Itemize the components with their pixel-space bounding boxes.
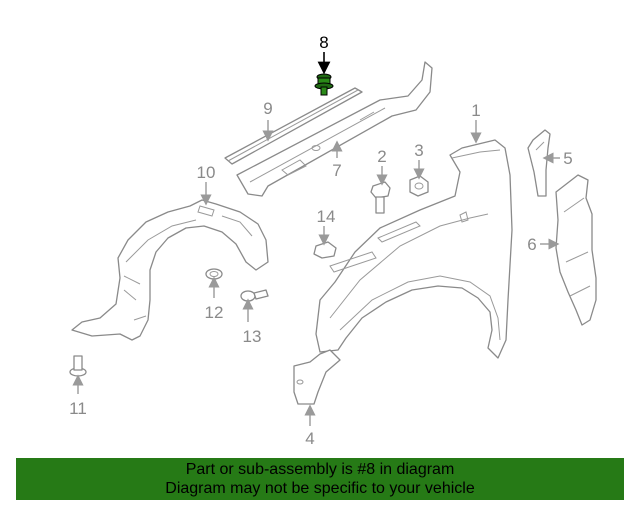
callout-11: 11 [69,399,87,418]
callout-10: 10 [197,163,216,182]
part-14-clip-nut [313,241,337,259]
part-7-fender-rail [236,61,433,197]
part-6-insulator [555,174,597,326]
callout-8: 8 [319,33,328,52]
part-12-grommet [205,268,223,280]
callout-14: 14 [317,207,336,226]
callout-9: 9 [263,99,272,118]
callout-2: 2 [377,147,386,166]
part-2-bolt [370,181,391,214]
callout-6: 6 [527,235,536,254]
callout-13: 13 [243,327,262,346]
callout-7: 7 [332,161,341,180]
part-5-bracket [527,129,551,197]
part-1-front-fender [315,139,513,359]
callout-4: 4 [305,429,314,448]
part-3-nut [409,175,429,197]
part-9-seal-strip [224,87,363,165]
banner-line-disclaimer: Diagram may not be specific to your vehi… [165,480,475,497]
callout-3: 3 [414,141,423,160]
part-4-bracket [293,349,341,405]
diagram-notice-banner: Part or sub-assembly is #8 in diagram Di… [16,458,624,500]
banner-line-part: Part or sub-assembly is #8 in diagram [185,461,455,478]
callout-12: 12 [205,303,224,322]
part-11-screw [69,355,87,377]
callout-5: 5 [563,149,572,168]
part-13-screw [240,289,269,302]
parts-diagram: 1 2 3 4 5 6 7 8 9 10 11 12 13 14 [69,33,597,448]
callout-1: 1 [471,101,480,120]
part-10-liner [71,199,269,341]
part-8-clip [314,73,334,96]
